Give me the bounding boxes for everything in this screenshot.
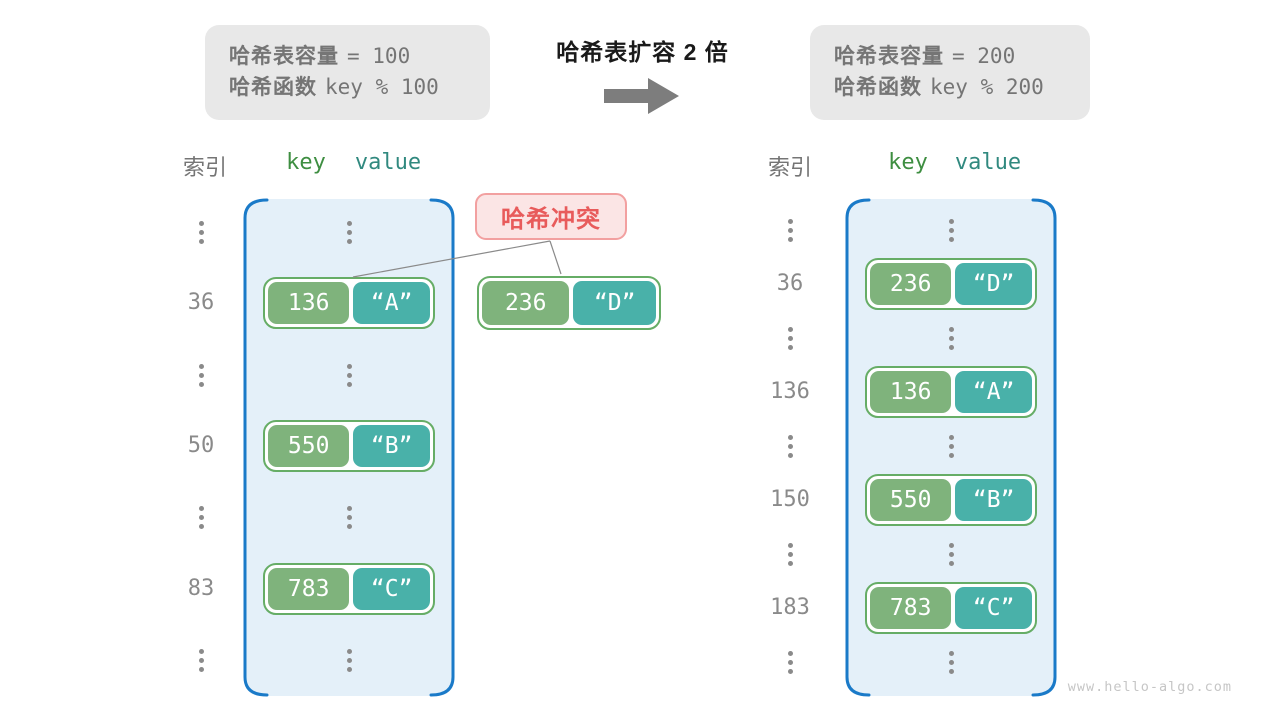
ellipsis-dots (787, 543, 793, 566)
value-cell: “B” (955, 479, 1032, 521)
ellipsis-dots (787, 435, 793, 458)
ellipsis-dots (198, 221, 204, 244)
ellipsis-dots (948, 435, 954, 458)
array-rows: 136“A” 550“B” 783“C” (243, 198, 455, 697)
index-label: 83 (187, 575, 215, 601)
index-column: 36 50 83 (159, 198, 243, 697)
array-bracket-border (243, 198, 455, 697)
ellipsis-dots (948, 543, 954, 566)
hash-function-label: 哈希函数 (834, 76, 922, 99)
value-cell: “B” (353, 424, 430, 467)
key-cell: 236 (482, 281, 570, 325)
ellipsis-dots (948, 219, 954, 242)
value-cell: “C” (353, 567, 430, 610)
bucket-array-after: 236“D” 136“A” 550“B” 783“C” (845, 198, 1057, 697)
ellipsis-dots (346, 648, 352, 672)
value-cell: “A” (353, 282, 430, 325)
hash-function-line: 哈希函数 key % 200 (834, 72, 1090, 103)
key-value-pair: 236“D” (865, 258, 1037, 310)
ellipsis-dots (787, 651, 793, 674)
value-cell: “D” (955, 263, 1032, 305)
index-column: 36 136 150 183 (748, 198, 832, 697)
ellipsis-dots (198, 506, 204, 530)
index-label: 136 (770, 379, 810, 404)
index-label: 36 (187, 290, 215, 316)
value-cell: “D” (573, 281, 656, 325)
right-arrow-icon (604, 78, 679, 114)
capacity-label: 哈希表容量 (229, 45, 339, 68)
key-column-header: key (888, 150, 928, 175)
capacity-value: = 100 (347, 44, 411, 68)
key-cell: 136 (268, 282, 350, 325)
array-bracket-border (845, 198, 1057, 697)
hash-function-value: key % 200 (930, 75, 1044, 99)
value-cell: “A” (955, 371, 1032, 413)
key-column-header: key (286, 150, 326, 175)
index-label: 50 (187, 432, 215, 458)
ellipsis-dots (787, 327, 793, 350)
capacity-label: 哈希表容量 (834, 45, 944, 68)
ellipsis-dots (346, 221, 352, 244)
capacity-info-box-before: 哈希表容量 = 100 哈希函数 key % 100 (205, 25, 490, 120)
key-cell: 550 (870, 479, 952, 521)
index-label: 183 (770, 595, 810, 620)
bucket-array-before: 136“A” 550“B” 783“C” (243, 198, 455, 697)
hash-collision-badge: 哈希冲突 (475, 193, 627, 240)
key-cell: 783 (870, 587, 952, 629)
key-cell: 236 (870, 263, 952, 305)
hash-function-value: key % 100 (325, 75, 439, 99)
ellipsis-dots (346, 363, 352, 387)
index-column-header: 索引 (767, 155, 812, 180)
ellipsis-dots (346, 506, 352, 530)
ellipsis-dots (948, 651, 954, 674)
value-column-header: value (354, 150, 422, 175)
key-value-pair: 136“A” (263, 277, 435, 330)
capacity-value: = 200 (952, 44, 1016, 68)
key-value-pair: 550“B” (263, 419, 435, 472)
ellipsis-dots (198, 363, 204, 387)
index-label: 150 (770, 487, 810, 512)
key-cell: 550 (268, 424, 350, 467)
key-cell: 136 (870, 371, 952, 413)
hash-function-label: 哈希函数 (229, 76, 317, 99)
collision-key-value-pair: 236 “D” (477, 276, 661, 330)
hash-function-line: 哈希函数 key % 100 (229, 72, 490, 103)
diagram-title: 哈希表扩容 2 倍 (556, 39, 729, 65)
value-column-header: value (954, 150, 1022, 175)
key-value-pair: 783“C” (865, 582, 1037, 634)
ellipsis-dots (198, 648, 204, 672)
watermark: www.hello-algo.com (1067, 679, 1232, 695)
index-label: 36 (776, 271, 804, 296)
key-value-pair: 136“A” (865, 366, 1037, 418)
capacity-line: 哈希表容量 = 100 (229, 41, 490, 72)
capacity-info-box-after: 哈希表容量 = 200 哈希函数 key % 200 (810, 25, 1090, 120)
ellipsis-dots (948, 327, 954, 350)
index-column-header: 索引 (182, 155, 227, 180)
key-cell: 783 (268, 567, 350, 610)
value-cell: “C” (955, 587, 1032, 629)
key-value-pair: 783“C” (263, 562, 435, 615)
array-rows: 236“D” 136“A” 550“B” 783“C” (845, 198, 1057, 697)
ellipsis-dots (787, 219, 793, 242)
capacity-line: 哈希表容量 = 200 (834, 41, 1090, 72)
key-value-pair: 550“B” (865, 474, 1037, 526)
